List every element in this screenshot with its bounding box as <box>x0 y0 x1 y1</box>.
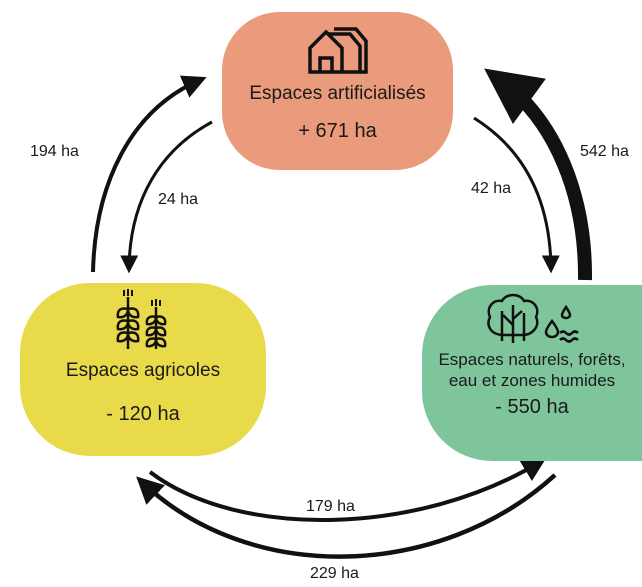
node-artificialised-value: + 671 ha <box>298 119 377 142</box>
flow-label-nat-to-artif: 542 ha <box>580 143 629 160</box>
node-agricultural-title: Espaces agricoles <box>65 360 221 381</box>
node-natural-value: - 550 ha <box>495 395 569 418</box>
node-natural-title-line1: Espaces naturels, forêts, <box>438 350 626 369</box>
arrow-agri-to-nat <box>148 458 547 523</box>
node-natural-title-line2: eau et zones humides <box>448 371 616 391</box>
tree-water-icon <box>487 293 579 343</box>
node-natural: Espaces naturels, forêts, eau et zones h… <box>422 285 642 461</box>
node-artificialised-title: Espaces artificialisés <box>249 83 426 104</box>
arrow-agri-to-artif <box>91 75 207 273</box>
flow-label-nat-to-agri: 229 ha <box>310 565 359 582</box>
flow-label-artif-to-nat: 42 ha <box>471 180 512 197</box>
arrow-nat-to-artif <box>484 68 593 281</box>
flow-label-agri-to-artif: 194 ha <box>30 143 79 160</box>
node-agricultural: Espaces agricoles - 120 ha <box>20 283 266 456</box>
flow-label-artif-to-agri: 24 ha <box>158 191 199 208</box>
houses-icon <box>307 27 368 74</box>
node-artificialised: Espaces artificialisés + 671 ha <box>222 12 453 170</box>
arrow-artif-to-agri <box>120 120 213 274</box>
flow-label-agri-to-nat: 179 ha <box>306 498 355 515</box>
node-agricultural-value: - 120 ha <box>106 402 180 425</box>
wheat-icon <box>116 289 167 349</box>
arrow-artif-to-nat <box>473 116 560 274</box>
arrow-nat-to-agri <box>136 473 557 559</box>
